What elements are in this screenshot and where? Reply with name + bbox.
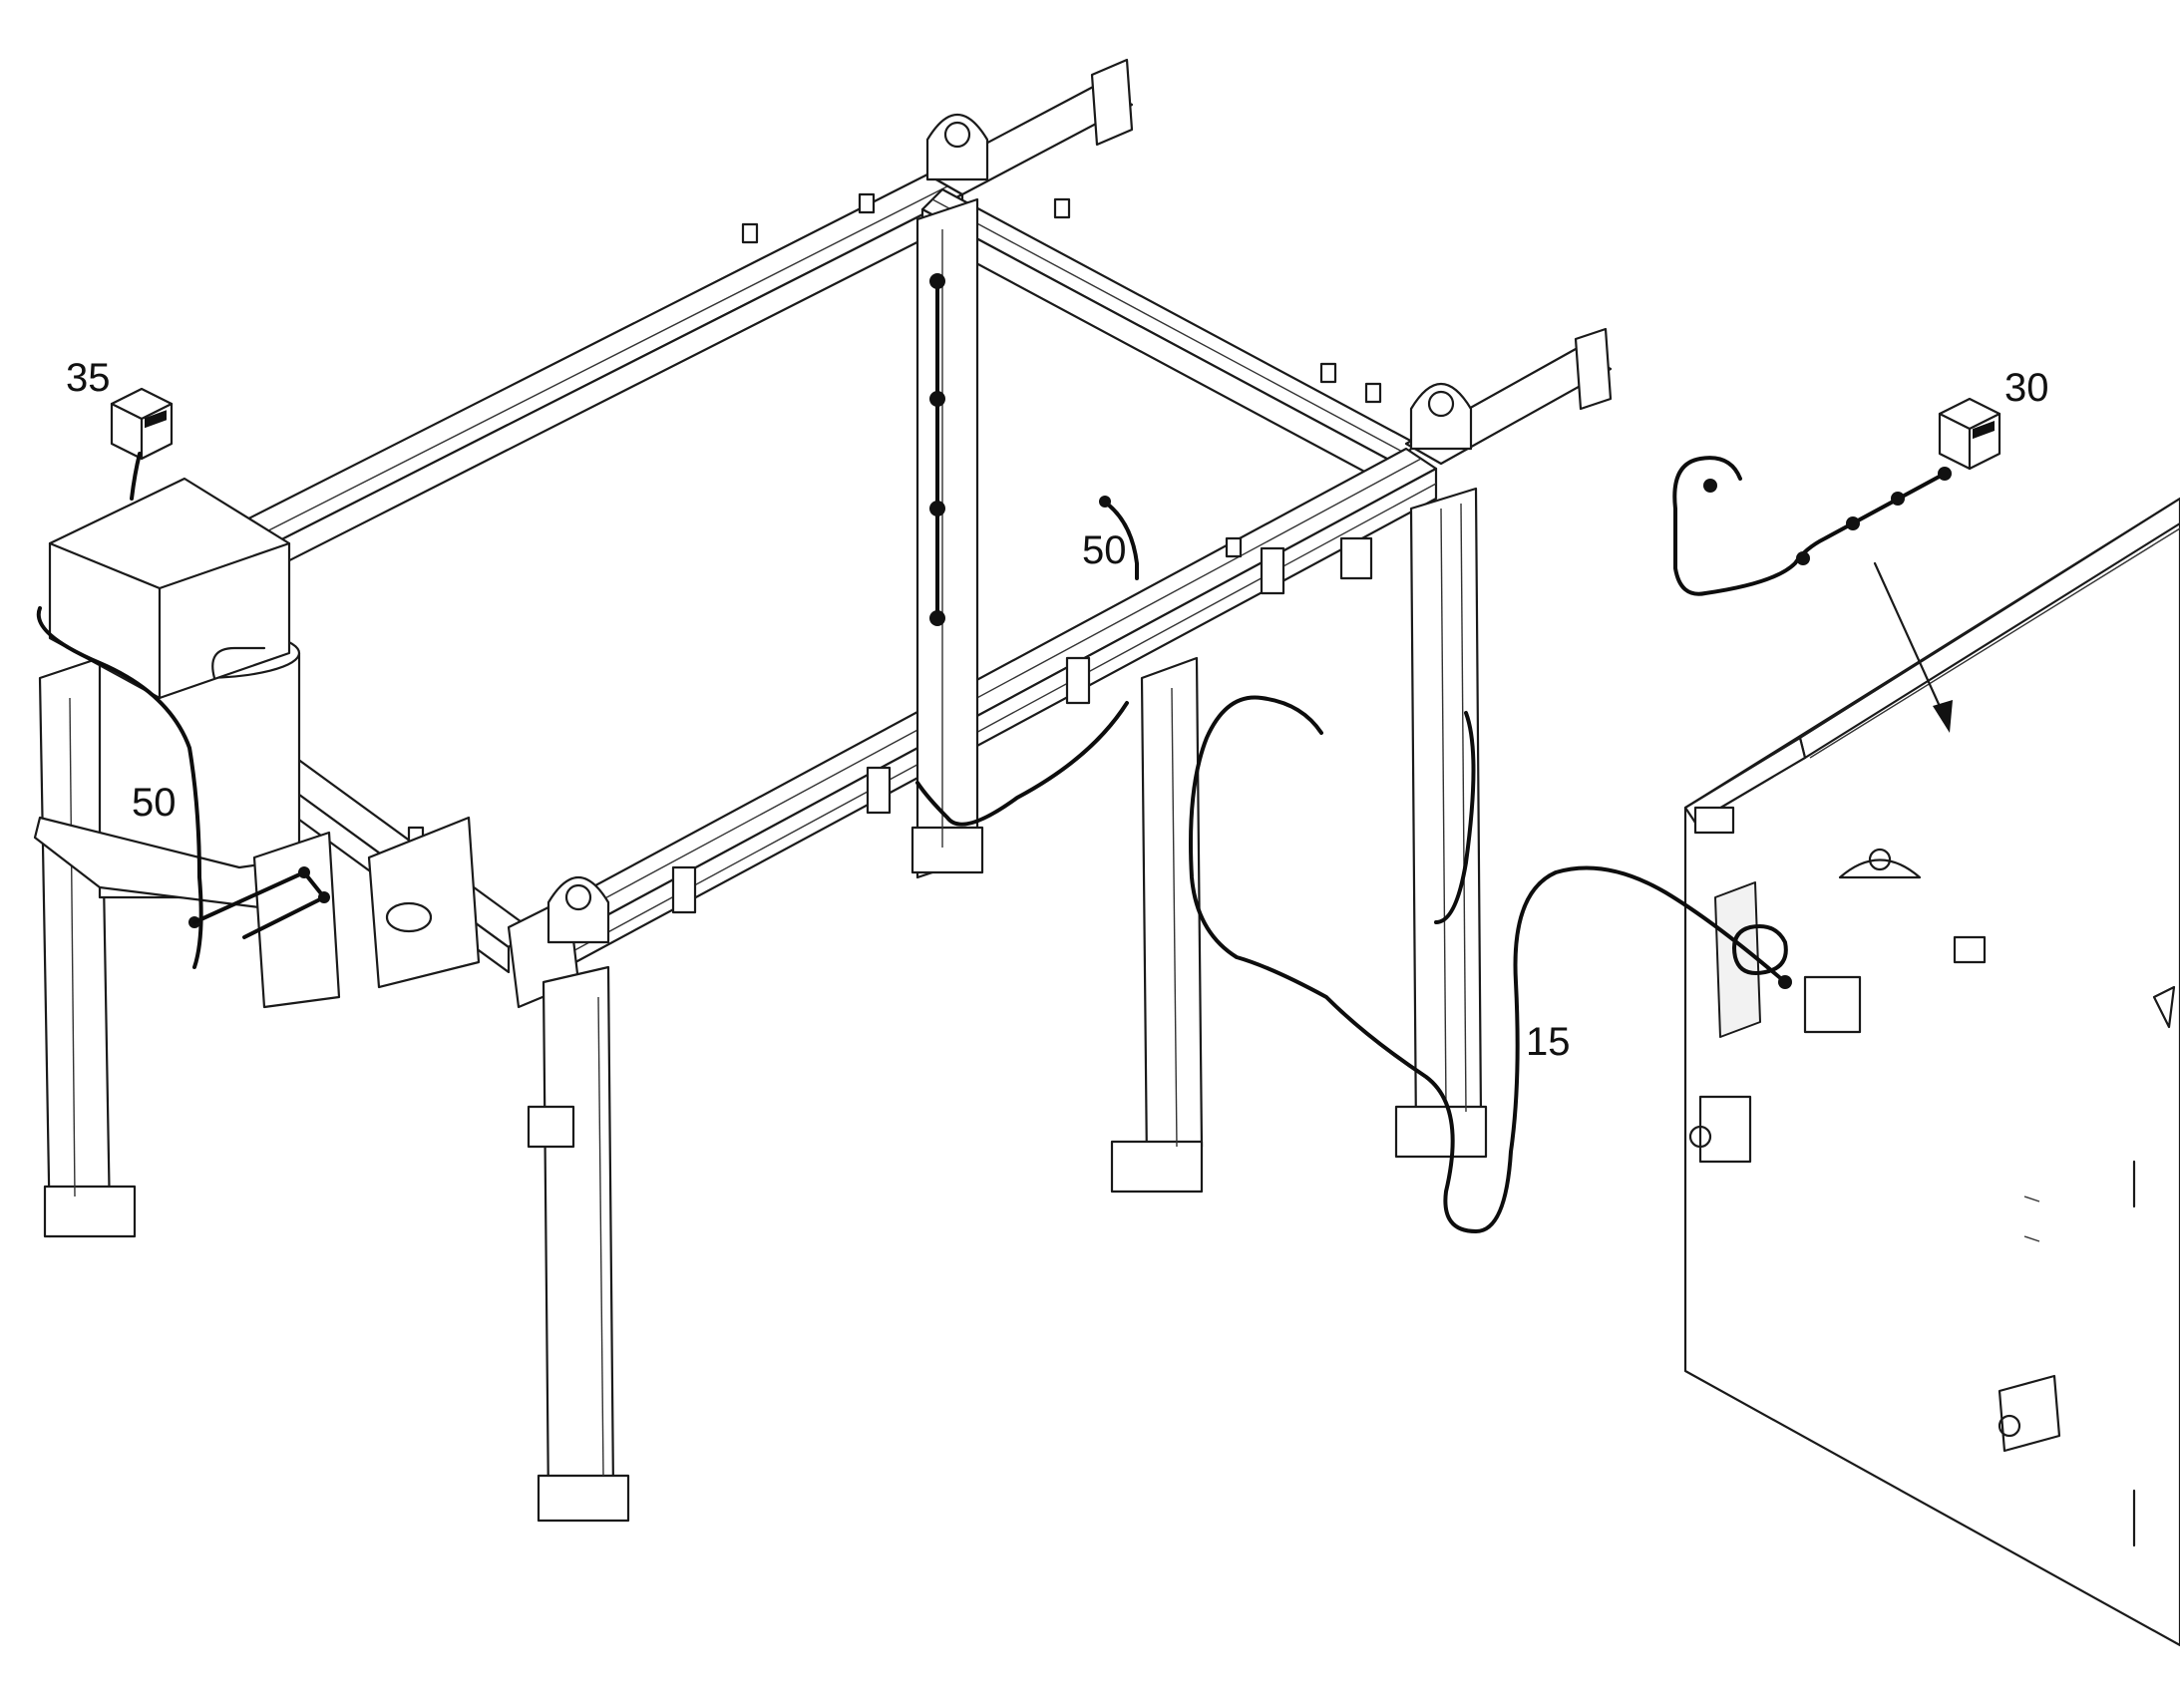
cable-vertical-rear [929, 273, 945, 626]
cable-15-long [1189, 695, 1792, 1233]
cable-30-harness [1672, 456, 1952, 596]
cable-50-top [915, 496, 1139, 827]
cable-50-left [36, 606, 330, 969]
callout-35: 35 [66, 356, 111, 400]
sensor-module-30 [1938, 397, 2001, 471]
sensor-module-35 [110, 387, 174, 501]
callout-30: 30 [2004, 366, 2049, 410]
callout-15: 15 [1526, 1020, 1571, 1064]
callout-50-top: 50 [1082, 528, 1127, 572]
callout-50-left: 50 [132, 781, 177, 825]
enclosure-cabinet [1683, 497, 2180, 1647]
assembly-arrow [1873, 561, 1953, 733]
